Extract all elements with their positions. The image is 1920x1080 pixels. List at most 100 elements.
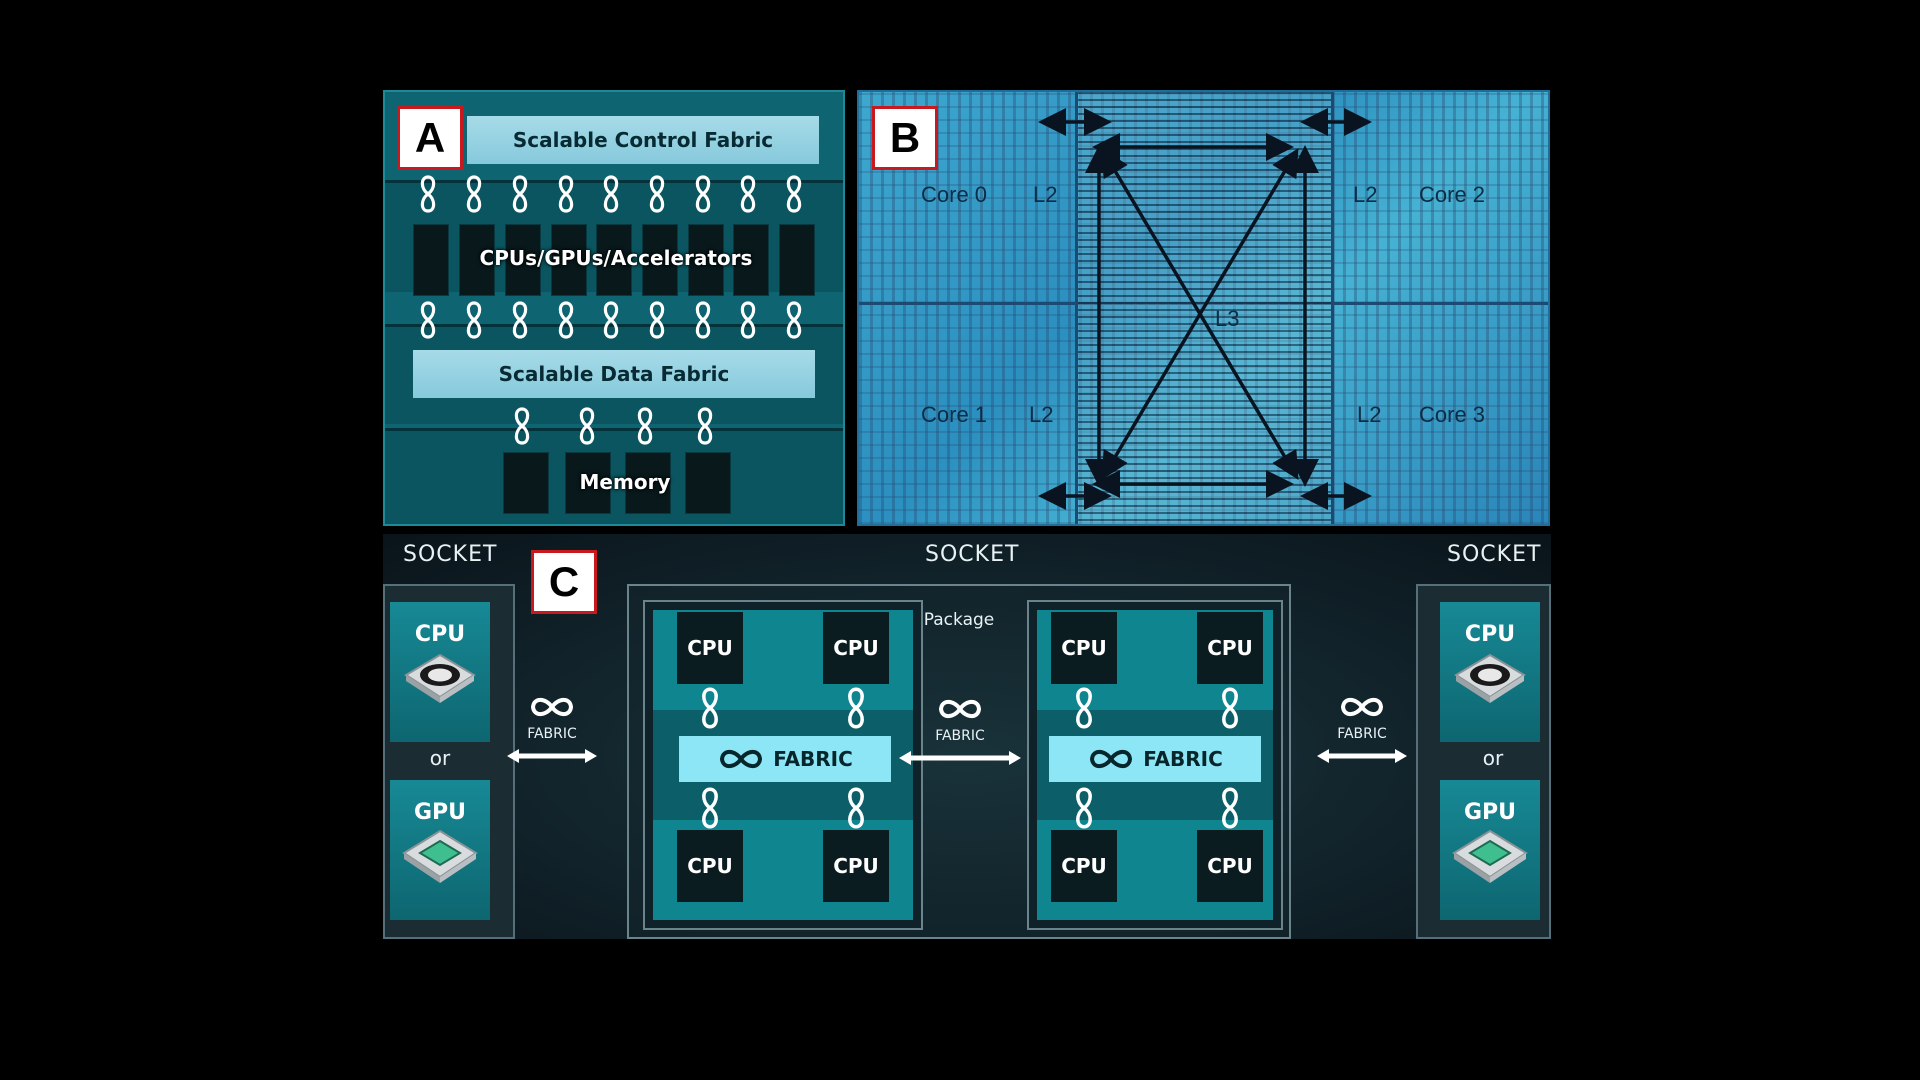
panel-c-letter: C bbox=[531, 550, 597, 614]
cpu-tile: CPU bbox=[1440, 602, 1540, 742]
or-label: or bbox=[429, 746, 451, 770]
cpu-box: CPU bbox=[1051, 612, 1117, 684]
link-icon bbox=[1071, 686, 1097, 730]
memory-cell bbox=[503, 452, 549, 514]
infinity-fabric-icon bbox=[717, 746, 765, 772]
core-1-label: Core 1 bbox=[921, 402, 988, 427]
l2-label: L2 bbox=[1033, 182, 1058, 207]
link-icon bbox=[783, 300, 805, 340]
link-icon bbox=[509, 174, 531, 214]
link-icon bbox=[692, 174, 714, 214]
compute-label: CPUs/GPUs/Accelerators bbox=[479, 246, 753, 270]
fabric-bar-label: FABRIC bbox=[773, 747, 853, 771]
fabric-small-label: FABRIC bbox=[1337, 726, 1387, 742]
die-right: CPU CPU CPU CPU FABRIC bbox=[1027, 600, 1283, 930]
core-3-label: Core 3 bbox=[1419, 402, 1486, 427]
or-label: or bbox=[1482, 746, 1504, 770]
gpu-tile: GPU bbox=[390, 780, 490, 920]
fabric-small-label: FABRIC bbox=[527, 726, 577, 742]
link-icon bbox=[509, 300, 531, 340]
right-socket: CPU or GPU bbox=[1416, 584, 1551, 939]
infinity-fabric-icon bbox=[1338, 694, 1386, 720]
compute-cell bbox=[413, 224, 449, 296]
compute-cell bbox=[505, 224, 541, 296]
socket-label-center: SOCKET bbox=[925, 542, 1020, 567]
socket-label-left: SOCKET bbox=[403, 542, 498, 567]
gpu-label: GPU bbox=[1463, 800, 1517, 825]
cpu-box: CPU bbox=[823, 830, 889, 902]
left-socket: CPU or GPU bbox=[383, 584, 515, 939]
link-icon bbox=[600, 300, 622, 340]
link-icon bbox=[646, 300, 668, 340]
link-icon bbox=[1217, 786, 1243, 830]
link-icon bbox=[694, 406, 716, 446]
link-icon bbox=[555, 300, 577, 340]
link-icon bbox=[646, 174, 668, 214]
compute-cell bbox=[688, 224, 724, 296]
link-icon bbox=[697, 786, 723, 830]
cpu-box: CPU bbox=[677, 612, 743, 684]
link-icon bbox=[737, 300, 759, 340]
cpu-box: CPU bbox=[677, 830, 743, 902]
gpu-chip-icon bbox=[402, 829, 478, 883]
panel-c-socket-diagram: SOCKET SOCKET SOCKET CPU or GPU C bbox=[383, 534, 1551, 939]
bidirectional-arrow-icon bbox=[899, 751, 1021, 765]
infinity-fabric-icon bbox=[528, 694, 576, 720]
control-fabric-bar: Scalable Control Fabric bbox=[467, 116, 819, 164]
infinity-fabric-icon bbox=[936, 696, 984, 722]
compute-cell bbox=[551, 224, 587, 296]
cpu-tile: CPU bbox=[390, 602, 490, 742]
link-icon bbox=[463, 174, 485, 214]
l3-border-left bbox=[1075, 92, 1078, 524]
bidirectional-arrow-icon bbox=[1317, 749, 1407, 763]
l2-label: L2 bbox=[1353, 182, 1378, 207]
link-icon bbox=[600, 174, 622, 214]
link-icon bbox=[692, 300, 714, 340]
bidirectional-arrow-icon bbox=[507, 749, 597, 763]
fabric-small-label: FABRIC bbox=[935, 728, 985, 744]
l3-label: L3 bbox=[1215, 306, 1240, 331]
link-icon bbox=[783, 174, 805, 214]
link-icon bbox=[463, 300, 485, 340]
infinity-fabric-icon bbox=[1087, 746, 1135, 772]
gpu-tile: GPU bbox=[1440, 780, 1540, 920]
socket-label-right: SOCKET bbox=[1447, 542, 1542, 567]
memory-cell bbox=[685, 452, 731, 514]
link-icon bbox=[843, 686, 869, 730]
core-0-label: Core 0 bbox=[921, 182, 988, 207]
compute-cell bbox=[459, 224, 495, 296]
link-icon bbox=[555, 174, 577, 214]
memory-cell bbox=[625, 452, 671, 514]
package: Package CPU CPU CPU CPU FABRIC FABRIC bbox=[627, 584, 1291, 939]
memory-band bbox=[385, 428, 843, 524]
gpu-chip-icon bbox=[1452, 829, 1528, 883]
control-fabric-label: Scalable Control Fabric bbox=[512, 128, 774, 152]
panel-a-letter: A bbox=[397, 106, 463, 170]
cpu-box: CPU bbox=[1051, 830, 1117, 902]
cpu-box: CPU bbox=[1197, 830, 1263, 902]
compute-cell bbox=[779, 224, 815, 296]
fabric-bar-label: FABRIC bbox=[1143, 747, 1223, 771]
data-fabric-label: Scalable Data Fabric bbox=[498, 362, 730, 386]
cpu-label: CPU bbox=[414, 622, 466, 647]
compute-cell bbox=[642, 224, 678, 296]
cpu-chip-icon bbox=[404, 653, 476, 703]
l2-label: L2 bbox=[1029, 402, 1054, 427]
compute-cell bbox=[596, 224, 632, 296]
l2-label: L2 bbox=[1357, 402, 1382, 427]
cpu-label: CPU bbox=[1464, 622, 1516, 647]
package-label: Package bbox=[923, 610, 995, 630]
core-2-label: Core 2 bbox=[1419, 182, 1486, 207]
l3-border-right bbox=[1331, 92, 1334, 524]
link-icon bbox=[697, 686, 723, 730]
link-icon bbox=[511, 406, 533, 446]
cpu-box: CPU bbox=[1197, 612, 1263, 684]
memory-cell bbox=[565, 452, 611, 514]
link-icon bbox=[634, 406, 656, 446]
cpu-box: CPU bbox=[823, 612, 889, 684]
link-icon bbox=[843, 786, 869, 830]
data-fabric-bar: Scalable Data Fabric bbox=[413, 350, 815, 398]
cpu-chip-icon bbox=[1454, 653, 1526, 703]
link-icon bbox=[417, 174, 439, 214]
link-icon bbox=[1071, 786, 1097, 830]
